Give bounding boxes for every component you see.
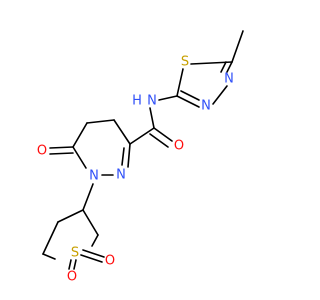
atom-n4-thiadiazole: N [224,72,234,87]
bond-sl-c3-c4 [57,209,84,223]
atom-h-amide: H [132,94,142,109]
atom-o-sulfone-2: O [105,254,115,269]
bond-n3-n4 [212,85,228,105]
bond-co-ring-double [49,152,74,155]
bond-c3-c4 [113,119,131,145]
bond-s-o1-double [73,259,77,270]
atom-o-amide: O [174,139,184,154]
atom-n1-ring: N [89,169,99,184]
bond-n1-sulfolane [82,183,94,211]
bond-s-o2-double [80,254,103,263]
atom-n2-ring: N [116,168,126,183]
bond-co-amide [153,127,173,142]
atom-n-amide: N [147,94,157,109]
bond-sl-s-c2 [91,234,99,247]
bond-n4-c5-double [220,61,227,73]
atom-s-thiadiazole: S [181,55,189,70]
bond-c4-c5 [86,119,115,124]
bond-c2-nh [158,95,178,101]
bond-sl-c4-c5 [42,221,59,255]
bond-n2-c3-double [121,147,125,166]
bond-c5-c6 [72,122,88,148]
bond-s-c2 [176,68,184,97]
atom-o-sulfone-1: O [67,270,77,285]
atom-o-ring: O [37,144,47,159]
bond-co-ring [49,146,74,149]
bond-camide-cring [129,127,155,145]
atom-s-sulfolane: S [71,246,79,261]
atom-labels: S N N N H O N N O S O O [37,55,234,285]
bond-nh-camide [149,107,155,129]
molecule-diagram: S N N N H O N N O S O O [37,30,244,285]
bond-s-o2 [82,249,105,258]
bond-sl-c5-s [42,253,56,260]
bond-sl-c2-c3 [82,209,99,236]
bond-s-o1 [68,259,72,270]
atom-n3-thiadiazole: N [201,99,211,114]
bond-c2-n3-double [180,90,200,101]
bond-methyl [231,30,244,63]
bond-n2-c3 [127,143,131,168]
bond-n4-c5 [226,61,233,73]
bond-c2-n3 [176,95,200,108]
bond-co-amide-double [149,133,169,148]
bond-c6-n1 [72,146,87,169]
bonds [42,30,244,270]
